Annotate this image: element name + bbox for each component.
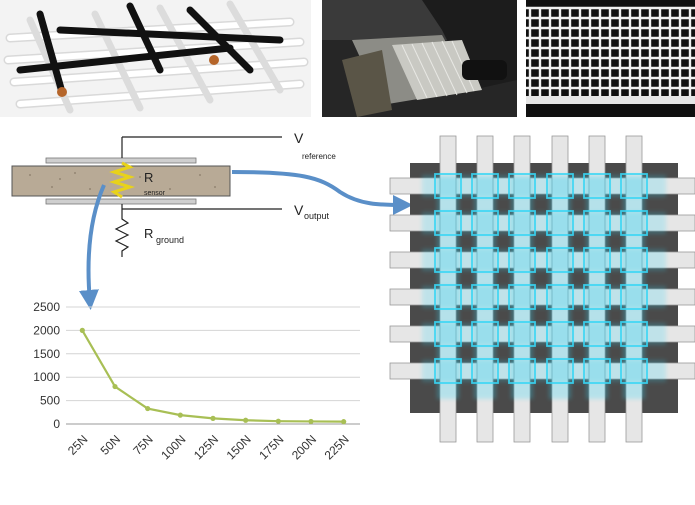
x-tick-label: 50N xyxy=(98,432,123,457)
arrow-to-chart-icon xyxy=(78,184,106,310)
glow-row xyxy=(422,212,666,234)
sensor-cell xyxy=(546,247,574,273)
data-point xyxy=(275,418,281,424)
sensor-cell xyxy=(546,321,574,347)
sensor-grid-matrix xyxy=(389,135,695,443)
data-point xyxy=(79,327,85,333)
x-tick-label: 25N xyxy=(65,432,90,457)
sensor-circuit: V reference V output R sensor R ground xyxy=(11,130,336,257)
data-point xyxy=(308,418,314,425)
v-output-sub: output xyxy=(304,211,330,221)
sensor-cell xyxy=(471,284,499,310)
sensor-cell xyxy=(583,247,611,273)
sensor-cell xyxy=(471,247,499,273)
sensor-cell xyxy=(434,358,462,384)
sensor-cell xyxy=(620,358,648,384)
y-tick-label: 2500 xyxy=(33,300,60,314)
glow-row xyxy=(422,360,666,382)
sensor-cell xyxy=(434,210,462,236)
sensor-cell xyxy=(583,321,611,347)
r-ground-label: R xyxy=(144,226,153,241)
series-line xyxy=(81,329,344,423)
sensor-cell xyxy=(583,173,611,199)
sensor-cell xyxy=(546,284,574,310)
sensor-cell xyxy=(546,358,574,384)
r-ground-sub: ground xyxy=(156,235,184,245)
glow-row xyxy=(422,249,666,271)
glow-row xyxy=(422,323,666,345)
r-sensor-label: R xyxy=(144,170,153,185)
sensor-cell xyxy=(471,173,499,199)
sensor-cell xyxy=(620,173,648,199)
sensor-cell xyxy=(620,210,648,236)
sensor-cell xyxy=(583,284,611,310)
sensor-cell xyxy=(471,321,499,347)
sensor-cell xyxy=(508,321,536,347)
woven-sensor-illustration xyxy=(0,0,311,117)
y-tick-label: 1000 xyxy=(33,370,60,384)
sensor-cell xyxy=(434,247,462,273)
sensor-cell xyxy=(620,284,648,310)
data-point xyxy=(243,417,249,423)
fabric-mesh-photo xyxy=(526,0,695,117)
sensor-cell xyxy=(434,173,462,199)
v-output-label: V xyxy=(294,202,304,218)
sensor-cell xyxy=(434,284,462,310)
sensor-cell xyxy=(508,284,536,310)
data-point xyxy=(210,415,216,421)
sensor-cell xyxy=(434,321,462,347)
sensor-cell xyxy=(508,173,536,199)
wheelchair-cushion-photo xyxy=(322,0,517,117)
y-tick-label: 500 xyxy=(40,394,60,408)
sensor-cell xyxy=(508,358,536,384)
sensor-diagram: V reference V output R sensor R ground 0… xyxy=(11,130,695,462)
y-tick-label: 2000 xyxy=(33,323,60,337)
x-tick-label: 200N xyxy=(289,432,319,462)
x-tick-label: 225N xyxy=(322,432,352,462)
data-point xyxy=(145,405,151,412)
data-point xyxy=(177,412,183,418)
x-tick-label: 150N xyxy=(224,432,254,462)
sensor-resistor-icon xyxy=(108,161,136,199)
sensor-cell xyxy=(471,358,499,384)
x-tick-label: 175N xyxy=(256,432,286,462)
glow-row xyxy=(422,286,666,308)
glow-row xyxy=(422,175,666,197)
sensor-cell xyxy=(583,358,611,384)
sensor-cell xyxy=(508,247,536,273)
sensor-cell xyxy=(508,210,536,236)
arrow-to-grid-icon xyxy=(231,170,413,215)
sensor-cell xyxy=(546,210,574,236)
v-reference-sub: reference xyxy=(302,152,336,161)
x-tick-label: 125N xyxy=(191,432,221,462)
r-sensor-sub: sensor xyxy=(144,190,166,197)
data-point xyxy=(341,419,347,425)
x-tick-label: 100N xyxy=(158,432,188,462)
x-tick-label: 75N xyxy=(130,432,155,457)
data-point xyxy=(112,383,118,390)
sensor-cell xyxy=(620,321,648,347)
y-tick-label: 1500 xyxy=(33,347,60,361)
v-reference-label: V xyxy=(294,130,304,146)
sensor-cell xyxy=(583,210,611,236)
y-tick-label: 0 xyxy=(53,417,60,431)
sensor-cell xyxy=(546,173,574,199)
sensor-cell xyxy=(620,247,648,273)
sensor-cell xyxy=(471,210,499,236)
